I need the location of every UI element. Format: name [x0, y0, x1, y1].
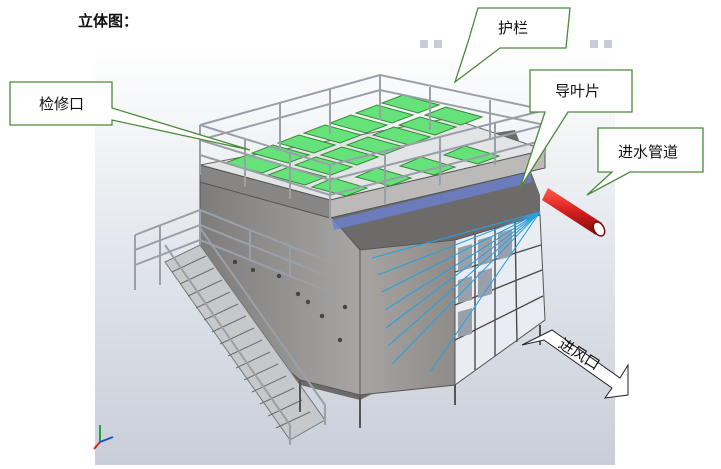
page-title: 立体图：: [78, 12, 139, 30]
air-inlet-arrow: [521, 329, 629, 399]
inspection-hatches: [223, 94, 501, 197]
axis-triad-icon: [93, 425, 114, 450]
label-hatch: 检修口: [39, 95, 85, 113]
label-inlet-pipe: 进水管道: [618, 143, 679, 161]
air-inlet-louvers: [454, 214, 546, 386]
callout-guide-vane: [519, 69, 633, 189]
wall-bolts: [232, 259, 348, 343]
callout-inlet-pipe: [586, 127, 704, 196]
viewport-toolbar-icons: [420, 40, 612, 48]
deck-blue-strip: [332, 172, 532, 230]
inlet-water-pipe: [542, 188, 606, 237]
guide-vanes: [371, 211, 541, 373]
landing-guardrail: [134, 208, 331, 293]
callout-hatch: [9, 81, 251, 151]
callout-guardrail: [453, 7, 571, 84]
label-guide-vane: 导叶片: [555, 82, 601, 100]
staircase: [164, 227, 326, 445]
label-guardrail: 护栏: [498, 19, 529, 37]
top-guardrail: [199, 73, 546, 262]
support-legs: [299, 325, 541, 428]
